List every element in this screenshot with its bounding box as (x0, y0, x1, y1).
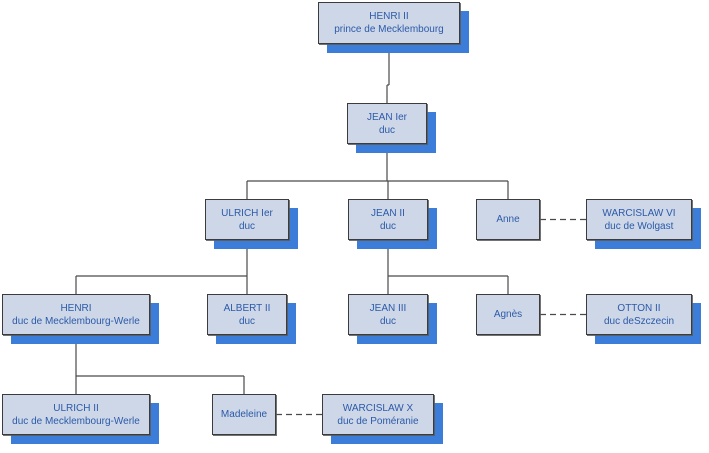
person-name: JEAN Ier (366, 111, 407, 123)
person-title: duc (379, 315, 397, 327)
person-title: duc (378, 124, 396, 136)
person-title: duc (238, 220, 256, 232)
person-name: Agnès (493, 309, 523, 320)
person-title: prince de Mecklembourg (334, 24, 444, 35)
person-name: WARCISLAW VI (602, 207, 676, 219)
person-name: WARCISLAW X (342, 402, 414, 414)
person-title: duc de Poméranie (337, 415, 419, 427)
person-title: duc de Mecklembourg-Werle (12, 415, 140, 427)
person-name: HENRI II (369, 11, 409, 22)
person-name: ULRICH II (53, 402, 99, 414)
person-name: Madeleine (220, 409, 268, 420)
person-name: ALBERT II (223, 302, 271, 314)
person-node-anne[interactable]: Anne (476, 199, 540, 240)
person-title: duc de Wolgast (604, 220, 674, 232)
person-name: JEAN III (369, 302, 407, 314)
person-title: duc deSzczecin (603, 315, 675, 327)
person-title: duc (238, 315, 256, 327)
person-name: ULRICH Ier (221, 207, 273, 219)
person-name: Anne (496, 214, 520, 225)
person-node-madeleine[interactable]: Madeleine (212, 394, 276, 435)
person-name: OTTON II (617, 302, 661, 314)
person-node-henri2[interactable]: HENRI II prince de Mecklembourg (318, 2, 460, 44)
person-name: HENRI (60, 302, 92, 314)
person-node-agnes[interactable]: Agnès (476, 294, 540, 335)
person-title: duc de Mecklembourg-Werle (12, 315, 140, 327)
person-name: JEAN II (371, 207, 405, 219)
person-title: duc (379, 220, 397, 232)
